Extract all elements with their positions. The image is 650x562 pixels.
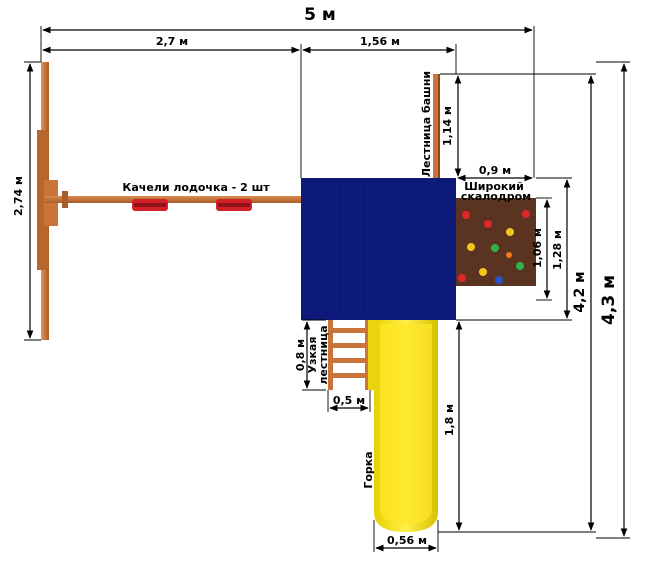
label-depth-total: 4,3 м <box>599 275 619 325</box>
grip <box>522 210 530 218</box>
tower-ladder <box>433 74 440 178</box>
grip <box>484 220 492 228</box>
swing-seat-2 <box>216 199 252 211</box>
label-wall-inner-height: 1,06 м <box>531 228 544 268</box>
grip <box>462 211 470 219</box>
label-swing-length: 2,7 м <box>156 35 188 48</box>
label-depth-inner: 4,2 м <box>572 271 588 312</box>
label-slide-width: 0,56 м <box>387 534 427 547</box>
label-wide-wall-2: скалодром <box>461 190 531 203</box>
swing-seat-1 <box>132 199 168 211</box>
grip <box>491 244 499 252</box>
grip <box>506 252 512 258</box>
grip <box>516 262 524 270</box>
narrow-ladder <box>328 320 370 390</box>
swing-beam <box>45 196 301 203</box>
grip <box>506 228 514 236</box>
grip <box>479 268 487 276</box>
label-tower-ladder-height: 1,14 м <box>441 106 454 146</box>
label-slide-length: 1,8 м <box>443 404 456 436</box>
roof-texture <box>317 180 439 318</box>
label-narrow-ladder-height: 0,8 м <box>294 339 307 371</box>
label-wall-outer-height: 1,28 м <box>551 230 564 270</box>
slide <box>368 320 438 532</box>
label-tower-span: 1,56 м <box>360 35 400 48</box>
label-slide: Горка <box>362 451 375 488</box>
label-wide-wall-1: Широкий <box>464 180 524 193</box>
label-swing-height: 2,74 м <box>12 176 25 216</box>
tower-roof <box>301 178 456 320</box>
grip <box>467 243 475 251</box>
label-total-width: 5 м <box>304 5 336 25</box>
climbing-grips <box>458 210 530 284</box>
label-tower-ladder: Лестница башни <box>420 71 433 177</box>
label-narrow-ladder-width: 0,5 м <box>333 394 365 407</box>
swing-beam-joint <box>62 191 68 208</box>
grip <box>495 276 503 284</box>
label-narrow-ladder-2: лестница <box>317 325 330 384</box>
swing-a-frame-side <box>37 130 47 270</box>
swing-frame <box>37 62 301 340</box>
grip <box>458 274 466 282</box>
label-swings: Качели лодочка - 2 шт <box>122 181 270 194</box>
label-narrow-ladder-1: Узкая <box>306 337 319 374</box>
label-wall-width: 0,9 м <box>479 164 511 177</box>
